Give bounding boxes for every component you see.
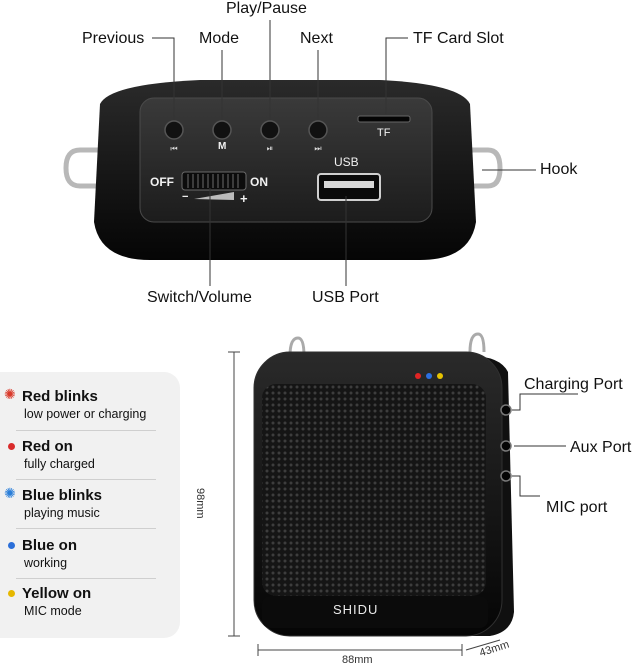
- next-label: Next: [300, 30, 333, 47]
- led-yellow: [437, 373, 443, 379]
- device-front-view: [253, 332, 514, 637]
- volume-wheel: [181, 171, 247, 191]
- previous-label: Previous: [82, 30, 145, 47]
- prev-glyph: ⏮: [170, 144, 177, 153]
- legend-divider: [16, 430, 156, 431]
- legend-divider: [16, 578, 156, 579]
- volume-ramp: [194, 192, 234, 200]
- dot-icon: [8, 590, 15, 597]
- on-text: ON: [250, 175, 268, 189]
- front-hook-left: [288, 336, 306, 357]
- usb-tongue: [324, 181, 374, 188]
- top-callout-lines: [152, 20, 536, 286]
- charging-port: [500, 404, 512, 416]
- play-pause-label: Play/Pause: [226, 0, 307, 17]
- height-dimension: 98mm: [194, 488, 206, 519]
- mode-button: [212, 120, 232, 140]
- speaker-grille: [262, 384, 486, 596]
- legend-divider: [16, 528, 156, 529]
- tf-card-slot-label: TF Card Slot: [413, 30, 504, 47]
- led-legend-panel: ✺Red blinks low power or charging Red on…: [0, 372, 180, 638]
- aux-port-label: Aux Port: [570, 439, 632, 456]
- tf-slot: [357, 115, 411, 123]
- play-button: [260, 120, 280, 140]
- next-button: [308, 120, 328, 140]
- dimension-lines: [228, 351, 501, 656]
- dot-icon: [8, 542, 15, 549]
- right-hook: [452, 147, 503, 189]
- dot-icon: [8, 443, 15, 450]
- side-callout-lines: [512, 393, 578, 497]
- blink-icon: ✺: [4, 485, 16, 501]
- left-hook: [63, 147, 118, 189]
- charging-port-label: Charging Port: [524, 376, 623, 393]
- legend-item-blue-blinks: ✺Blue blinks playing music: [4, 485, 103, 520]
- minus-text: −: [182, 191, 189, 203]
- legend-divider: [16, 479, 156, 480]
- device-top-view: ⏮ ⏯ ⏭: [63, 80, 503, 260]
- play-glyph: ⏯: [267, 144, 273, 153]
- mode-key-text: M: [218, 141, 227, 152]
- mode-label: Mode: [199, 30, 240, 47]
- legend-item-red-blinks: ✺Red blinks low power or charging: [4, 386, 147, 421]
- prev-button: [164, 120, 184, 140]
- legend-item-blue-on: Blue on working: [4, 537, 156, 570]
- mic-port-label: MIC port: [546, 499, 608, 516]
- led-blue: [426, 373, 432, 379]
- tf-text: TF: [377, 127, 391, 139]
- width-dimension: 88mm: [342, 654, 373, 666]
- aux-port: [500, 440, 512, 452]
- plus-text: +: [240, 191, 248, 206]
- off-text: OFF: [150, 175, 174, 189]
- legend-item-yellow-on: Yellow on MIC mode: [4, 585, 156, 618]
- hook-label: Hook: [540, 161, 578, 178]
- brand-logo: SHIDU: [333, 602, 379, 617]
- mic-port: [500, 470, 512, 482]
- volume-wheel-ridges: [187, 174, 239, 188]
- legend-item-red-on: Red on fully charged: [4, 438, 156, 471]
- usb-text: USB: [334, 155, 359, 169]
- usb-port-label: USB Port: [312, 289, 379, 306]
- front-hook-right: [468, 332, 486, 353]
- switch-volume-label: Switch/Volume: [147, 289, 252, 306]
- bottom-bezel: [262, 596, 488, 628]
- blink-icon: ✺: [4, 386, 16, 402]
- next-glyph: ⏭: [314, 144, 321, 153]
- led-red: [415, 373, 421, 379]
